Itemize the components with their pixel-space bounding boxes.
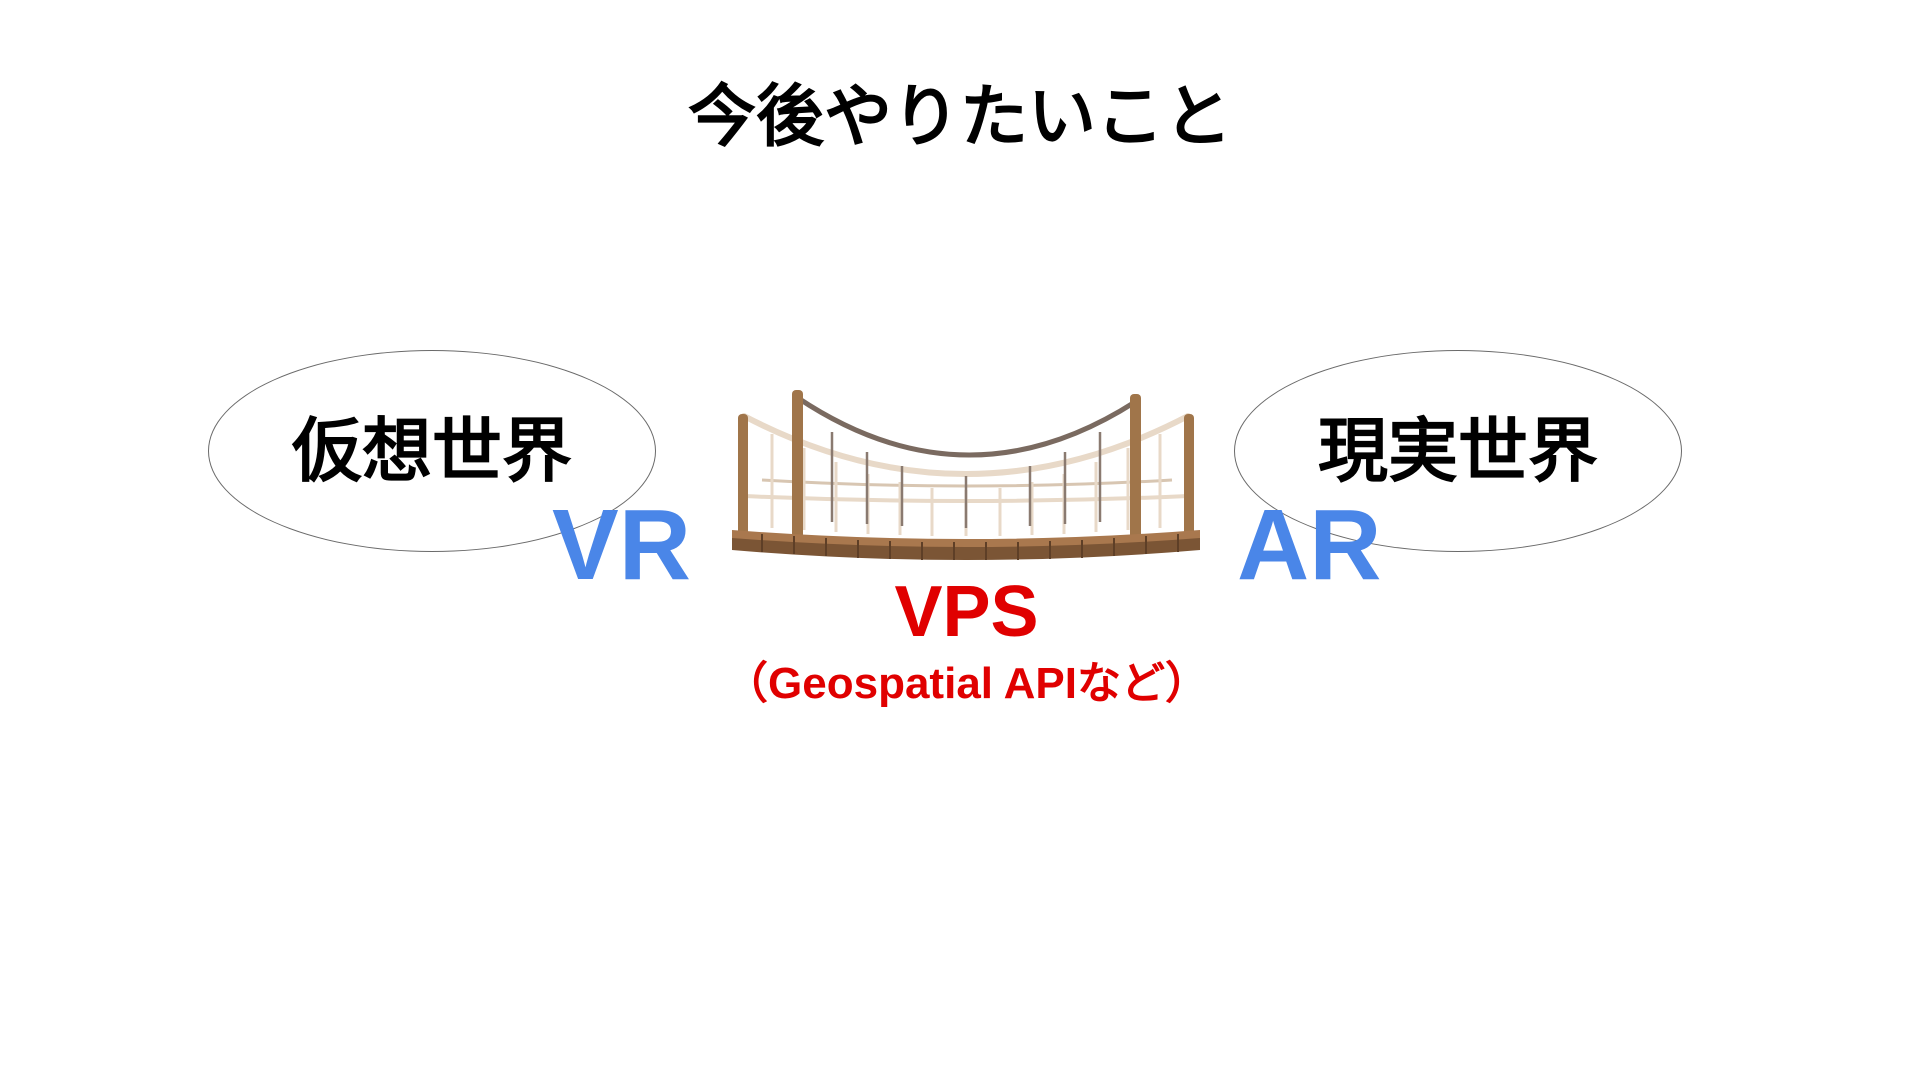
slide-title: 今後やりたいこと (687, 78, 1232, 157)
vr-tag: VR (552, 489, 691, 601)
vps-label: VPS (894, 572, 1039, 652)
virtual-world-ellipse (208, 350, 656, 552)
real-world-label: 現実世界 (1318, 410, 1598, 492)
ar-tag: AR (1237, 489, 1382, 601)
vps-sublabel: （Geospatial APIなど） (724, 659, 1209, 708)
virtual-world-label: 仮想世界 (292, 410, 572, 492)
suspension-bridge-icon (732, 390, 1200, 560)
real-world-ellipse (1234, 350, 1682, 552)
